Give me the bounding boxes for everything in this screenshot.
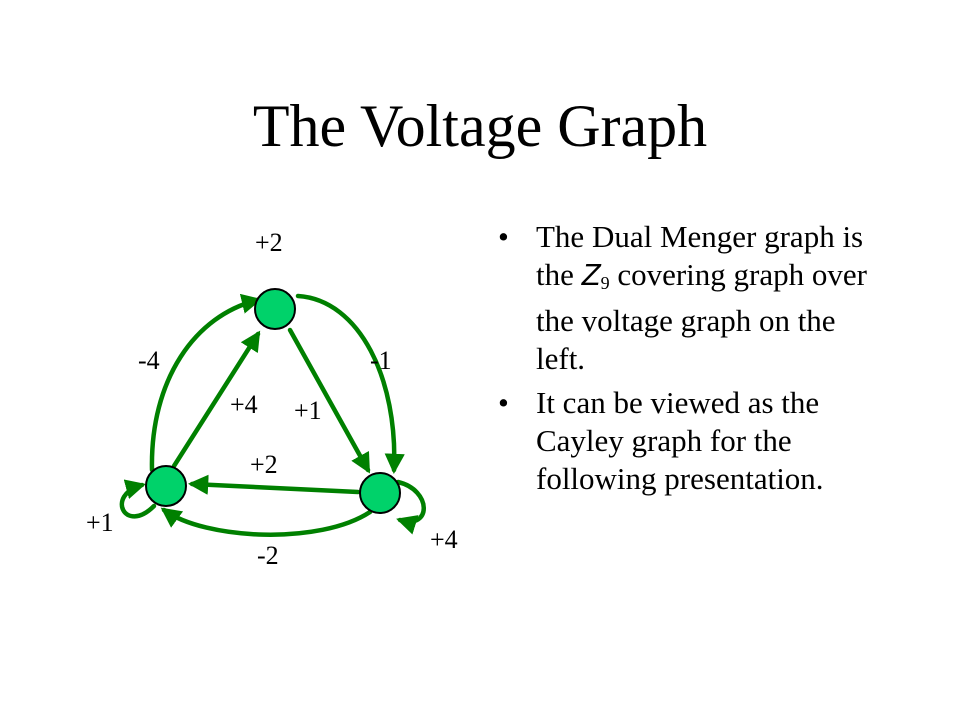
label-right-loop: +4 bbox=[430, 525, 458, 554]
bullet-dot-icon: • bbox=[498, 385, 509, 420]
bullet-item-1: • The Dual Menger graph is the Z9 coverin… bbox=[490, 218, 890, 378]
node-left bbox=[145, 465, 187, 507]
label-outer-right: -1 bbox=[370, 346, 392, 375]
label-outer-bottom: -2 bbox=[257, 541, 279, 570]
label-inner-bottom: +2 bbox=[250, 450, 278, 479]
z-symbol: Z bbox=[581, 257, 601, 292]
node-right bbox=[359, 472, 401, 514]
bullet-list: • The Dual Menger graph is the Z9 coverin… bbox=[490, 218, 890, 504]
bullet-1-text-post: covering graph over the voltage graph on… bbox=[536, 257, 867, 376]
label-left-loop: +1 bbox=[86, 508, 114, 537]
label-inner-right: +1 bbox=[294, 396, 322, 425]
edge-inner-left bbox=[171, 330, 261, 469]
bullet-2-text: It can be viewed as the Cayley graph for… bbox=[536, 385, 824, 496]
bullet-dot-icon: • bbox=[498, 219, 509, 254]
slide-title: The Voltage Graph bbox=[252, 93, 708, 159]
bullet-item-2: • It can be viewed as the Cayley graph fo… bbox=[490, 384, 890, 498]
label-outer-left: -4 bbox=[138, 346, 160, 375]
edge-outer-left bbox=[149, 293, 262, 473]
node-top bbox=[254, 288, 296, 330]
z-subscript: 9 bbox=[600, 273, 610, 293]
label-top-loop: +2 bbox=[255, 228, 283, 257]
edge-left-loop bbox=[119, 479, 157, 519]
graph-edges bbox=[119, 293, 426, 537]
edge-outer-bottom bbox=[160, 507, 373, 537]
bullet-1-text-pre: The Dual Menger graph is the bbox=[536, 219, 864, 292]
edge-inner-right bbox=[287, 327, 371, 474]
edge-right-loop bbox=[395, 479, 426, 535]
edge-top-loop bbox=[295, 293, 405, 475]
label-inner-left: +4 bbox=[230, 390, 258, 419]
graph-nodes bbox=[145, 288, 401, 514]
edge-labels: +2 -4 -1 +4 +1 +2 +1 +4 -2 bbox=[86, 228, 458, 570]
edge-inner-bottom bbox=[187, 474, 361, 495]
